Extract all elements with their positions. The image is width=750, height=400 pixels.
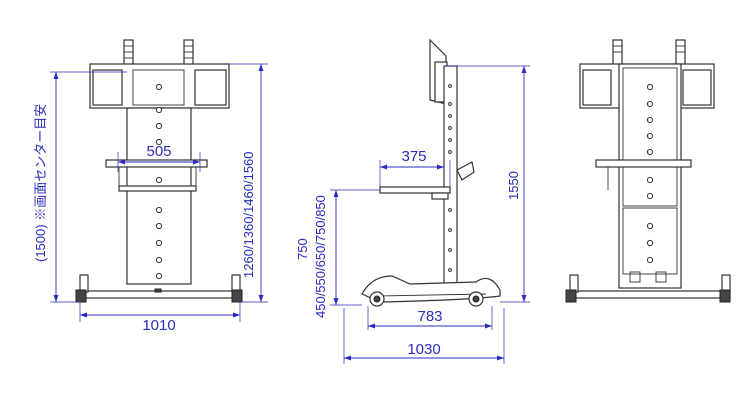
back-column (618, 63, 682, 289)
side-wheelbase-label: 783 (417, 308, 442, 325)
front-shelf (105, 159, 208, 168)
front-center-height-label: (1500) ※画面センター目安 (33, 104, 48, 262)
side-base-depth-label: 1030 (407, 341, 440, 358)
front-bracket-right-plate (194, 69, 227, 106)
side-shelf (379, 186, 451, 194)
side-shelf-height-label-1: 750 (295, 238, 310, 260)
front-bracket-left-plate (92, 69, 123, 106)
front-column-holes (155, 83, 163, 280)
front-height-range-label: 1260/1360/1460/1560 (241, 151, 256, 278)
front-shelf-tray (118, 185, 197, 192)
back-bracket-right-plate (682, 69, 712, 106)
front-width-label: 1010 (142, 317, 175, 334)
front-left-caster (75, 289, 87, 303)
front-bracket-width-label: 505 (146, 143, 171, 160)
front-right-leg (231, 274, 241, 293)
front-column (126, 107, 192, 285)
back-right-leg (721, 274, 731, 293)
side-shelf-depth-label: 375 (401, 148, 426, 165)
side-shelf-height-label-2: 450/550/650/750/850 (313, 195, 328, 318)
side-dimensions (330, 65, 530, 364)
back-left-leg (569, 274, 579, 293)
back-base (569, 290, 731, 299)
back-bracket-left-plate (582, 69, 612, 106)
front-left-leg (79, 274, 89, 293)
front-right-caster (231, 289, 243, 303)
back-right-caster (719, 289, 731, 303)
back-shelf (595, 159, 692, 168)
back-column-holes (646, 83, 654, 264)
back-view (565, 39, 731, 303)
side-total-height-label: 1550 (506, 171, 521, 200)
front-dimensions (50, 63, 268, 322)
back-left-caster (565, 289, 577, 303)
side-column-holes (448, 84, 452, 272)
side-cable-hook (456, 161, 475, 181)
side-view (361, 38, 501, 307)
front-view (75, 39, 243, 303)
